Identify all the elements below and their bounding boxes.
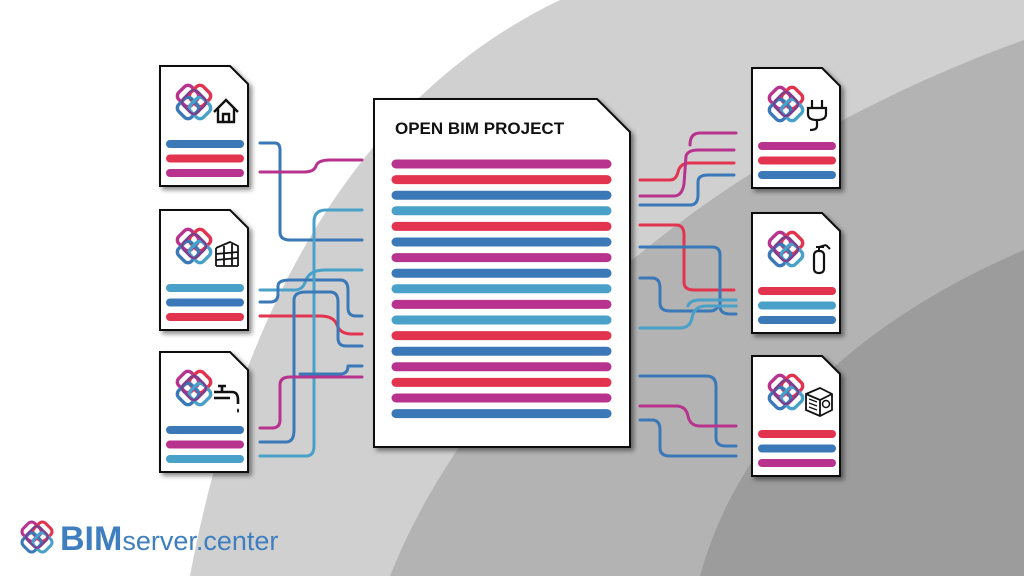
wire-cyan (686, 298, 738, 308)
discipline-files (159, 65, 841, 477)
ifc-logo-icon (765, 83, 807, 125)
ifc-logo-icon (173, 225, 215, 267)
wire-magenta (688, 131, 738, 147)
wire-magenta (258, 158, 364, 174)
file-card-hvac (751, 355, 841, 477)
hvac-unit-icon (805, 387, 833, 417)
wire-blue (638, 173, 736, 207)
wire-red (638, 223, 736, 292)
wire-magenta (258, 375, 364, 430)
wire-blue (638, 245, 738, 316)
main-project-document: OPEN BIM PROJECT (373, 98, 631, 448)
main-document-stripes (391, 159, 612, 419)
ifc-logo-icon (173, 81, 215, 123)
wire-blue (258, 290, 364, 444)
project-title: OPEN BIM PROJECT (395, 119, 565, 138)
wire-blue (258, 141, 364, 242)
brand-name-light: server.center (122, 526, 278, 556)
wire-blue (638, 418, 738, 458)
file-card-architecture (159, 65, 249, 187)
file-card-electrical (751, 67, 841, 189)
wire-blue (638, 276, 738, 313)
house-icon (213, 98, 239, 124)
wire-cyan (638, 304, 738, 330)
electric-plug-icon (806, 100, 828, 132)
brand-name-strong: BIM (60, 520, 122, 558)
wire-blue (638, 374, 738, 448)
ifc-logo-icon (173, 367, 215, 409)
structure-frame-icon (215, 241, 239, 267)
bimserver-mark-icon (18, 518, 56, 556)
ifc-logo-icon (765, 371, 807, 413)
svg-text:BIMserver.center: BIMserver.center (60, 520, 278, 558)
ifc-logo-icon (765, 228, 807, 270)
file-card-plumbing (159, 351, 249, 473)
bimserver-logo: BIMserver.center (18, 518, 278, 558)
file-card-fire-protection (751, 212, 841, 334)
data-connection-lines (258, 131, 738, 458)
file-card-structure (159, 209, 249, 331)
water-tap-icon (214, 384, 240, 413)
fire-extinguisher-icon (812, 244, 831, 275)
wire-blue (298, 364, 364, 376)
wire-cyan (258, 208, 364, 458)
wire-magenta (638, 148, 736, 198)
wire-magenta (638, 404, 738, 428)
